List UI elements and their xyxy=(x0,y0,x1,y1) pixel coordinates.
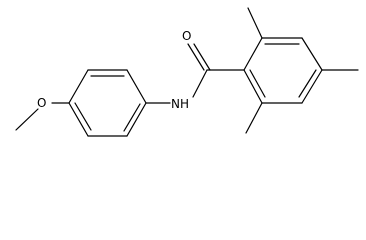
mesityl-ring xyxy=(243,37,323,104)
bond xyxy=(68,69,89,104)
methyl-bond-bottom xyxy=(245,102,263,134)
amide-nitrogen-label: NH xyxy=(171,97,189,111)
bond xyxy=(68,102,89,137)
bond xyxy=(126,69,147,104)
bond xyxy=(301,69,323,104)
bond xyxy=(301,37,323,71)
carbonyl-oxygen-label: O xyxy=(182,29,191,43)
double-bond-line xyxy=(298,69,317,98)
bond xyxy=(126,102,147,137)
methoxyphenyl-ring xyxy=(68,69,147,137)
bond xyxy=(243,37,263,71)
bond xyxy=(243,69,263,104)
carbonyl-double-bond-a xyxy=(187,43,205,71)
methyl-bond-top xyxy=(247,7,263,39)
carbonyl-double-bond-b xyxy=(193,43,211,71)
chemical-structure: O NH O xyxy=(15,7,359,137)
double-bond-line xyxy=(249,69,266,98)
methoxy-oxygen-label: O xyxy=(37,96,46,110)
bond-nitrogen-to-carbonyl xyxy=(192,69,208,98)
double-bond-line xyxy=(123,103,141,132)
bond-oxygen-to-methyl xyxy=(15,108,39,131)
double-bond-line xyxy=(74,102,92,131)
